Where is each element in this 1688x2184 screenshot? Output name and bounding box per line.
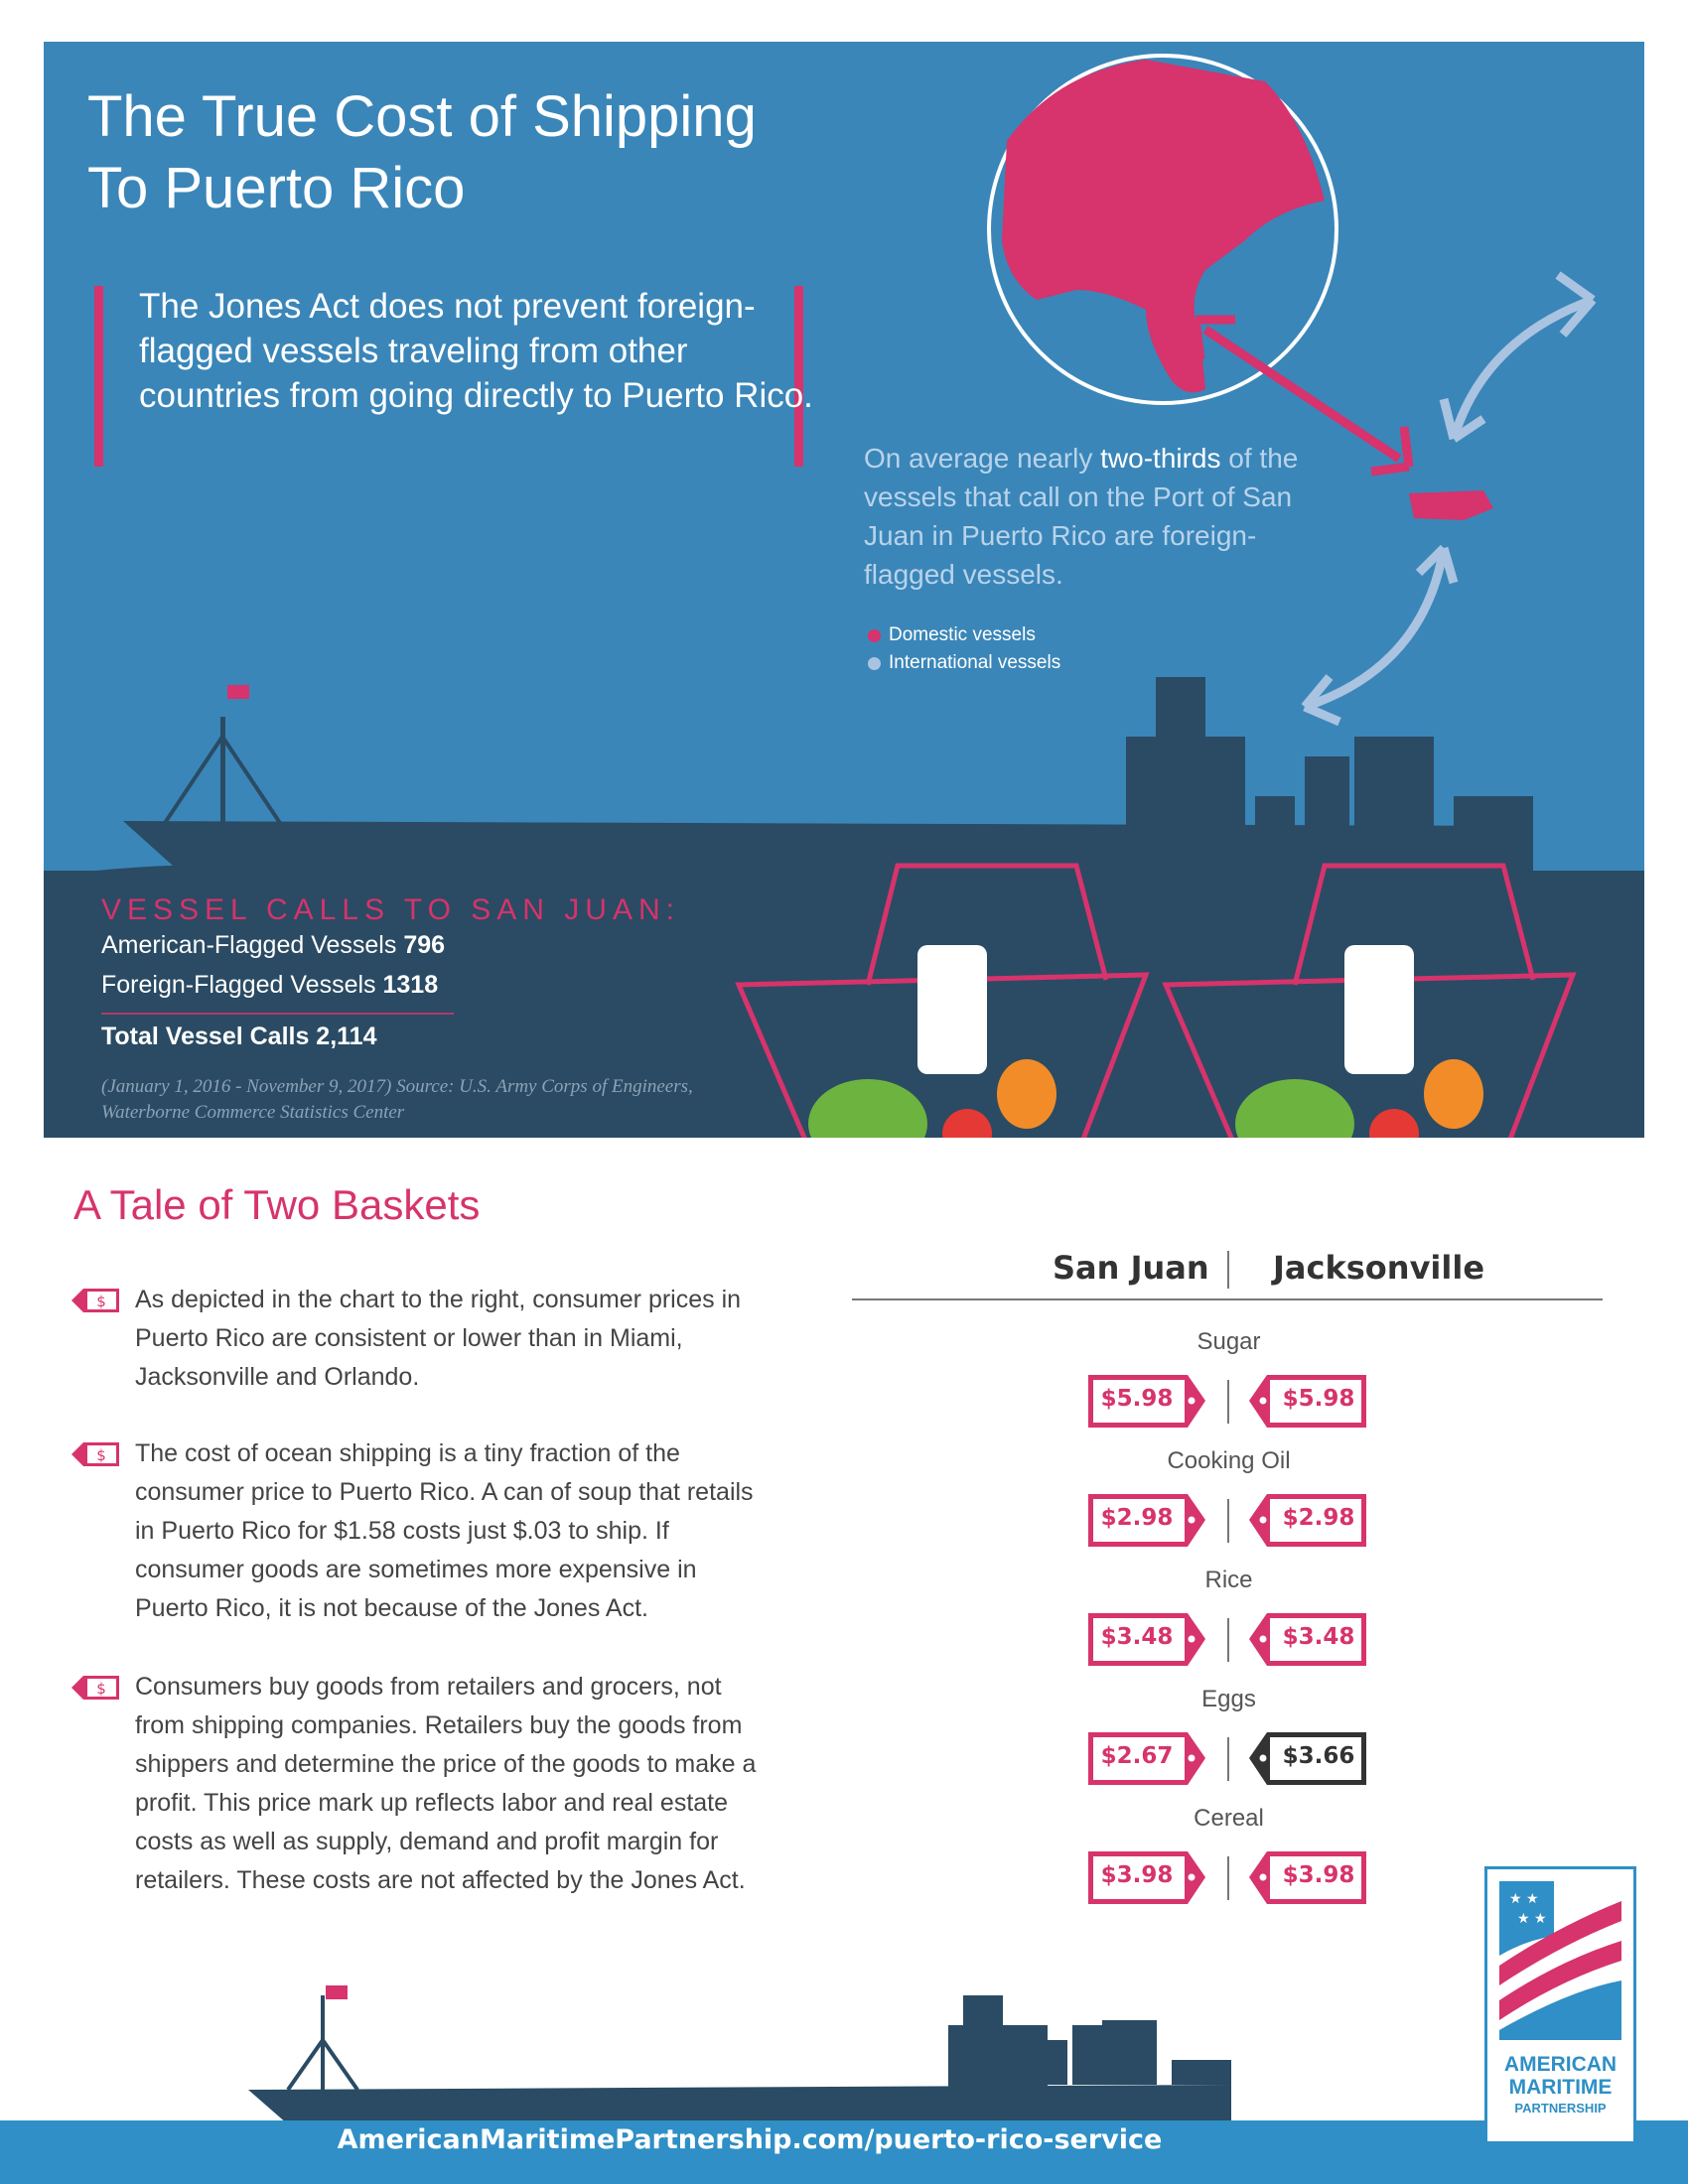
san-juan-price: $3.48	[1100, 1624, 1174, 1650]
col-san-juan: San Juan	[1053, 1249, 1209, 1287]
footer-bar	[0, 2120, 1688, 2184]
item-name: Rice	[1204, 1567, 1253, 1593]
san-juan-price: $3.98	[1100, 1862, 1174, 1888]
quote-bar-right	[794, 286, 803, 467]
svg-text:★ ★: ★ ★	[1517, 1911, 1547, 1927]
san-juan-price: $5.98	[1100, 1386, 1174, 1412]
two-thirds-paragraph: On average nearly two-thirds of the vess…	[864, 443, 1299, 590]
col-jacksonville: Jacksonville	[1273, 1249, 1485, 1287]
grocery-basket-icon	[735, 863, 1150, 1138]
price-tag-icon	[1088, 1613, 1205, 1666]
american-vessels: American-Flagged Vessels 796	[101, 931, 446, 959]
price-tag-icon	[1088, 1851, 1205, 1904]
flag-logo-icon: ★ ★ ★ ★	[1499, 1881, 1621, 2040]
price-tag-icon	[1249, 1851, 1366, 1904]
bullet-3: $Consumers buy goods from retailers and …	[70, 1668, 774, 1900]
source-note: (January 1, 2016 - November 9, 2017) Sou…	[101, 1076, 693, 1123]
price-tag-icon: $	[71, 1289, 119, 1312]
section-heading: A Tale of Two Baskets	[73, 1181, 481, 1228]
jacksonville-price: $3.48	[1282, 1624, 1355, 1650]
item-name: Cooking Oil	[1167, 1447, 1291, 1474]
quote-bar-left	[94, 286, 103, 467]
international-dot-icon	[868, 656, 881, 670]
price-tag-icon	[1088, 1732, 1205, 1785]
divider	[1227, 1499, 1229, 1543]
price-table-header: San Juan Jacksonville	[852, 1249, 1603, 1300]
pull-quote: The Jones Act does not prevent foreign-f…	[139, 287, 813, 415]
price-tag-icon	[1249, 1375, 1366, 1428]
price-tag-icon	[1088, 1375, 1205, 1428]
item-name: Cereal	[1194, 1805, 1264, 1832]
total-vessel-calls: Total Vessel Calls 2,114	[101, 1023, 377, 1050]
jacksonville-price: $3.98	[1282, 1862, 1355, 1888]
price-tag-icon	[1088, 1494, 1205, 1547]
price-tag-icon	[1249, 1613, 1366, 1666]
legend-domestic: Domestic vessels	[868, 624, 1036, 646]
san-juan-price: $2.67	[1100, 1743, 1174, 1769]
grocery-basket-icon	[1162, 863, 1577, 1138]
svg-text:$: $	[96, 1680, 106, 1698]
divider	[1227, 1251, 1229, 1289]
amp-logo: ★ ★★ ★ AMERICAN MARITIME PARTNERSHIP	[1484, 1866, 1636, 2144]
foreign-vessels: Foreign-Flagged Vessels 1318	[101, 971, 439, 999]
divider	[1227, 1737, 1229, 1781]
svg-text:$: $	[96, 1293, 106, 1310]
domestic-dot-icon	[868, 628, 881, 642]
bullet-1: $As depicted in the chart to the right, …	[70, 1281, 774, 1397]
san-juan-price: $2.98	[1100, 1505, 1174, 1531]
divider	[1227, 1618, 1229, 1662]
us-map-circle-icon	[987, 54, 1338, 405]
price-tag-icon	[1249, 1732, 1366, 1785]
hero-illustration	[44, 54, 1644, 1138]
svg-text:$: $	[96, 1446, 106, 1464]
vessel-calls-heading: VESSEL CALLS TO SAN JUAN:	[101, 893, 680, 926]
jacksonville-price: $2.98	[1282, 1505, 1355, 1531]
divider	[1227, 1856, 1229, 1900]
puerto-rico-icon	[1409, 490, 1493, 520]
legend-international: International vessels	[868, 652, 1060, 674]
jacksonville-price: $3.66	[1282, 1743, 1355, 1769]
website-link[interactable]: AmericanMaritimePartnership.com/puerto-r…	[337, 2124, 1163, 2155]
price-tag-icon: $	[71, 1676, 119, 1700]
jacksonville-price: $5.98	[1282, 1386, 1355, 1412]
divider	[1227, 1380, 1229, 1424]
price-tag-icon	[1249, 1494, 1366, 1547]
divider	[101, 1013, 454, 1015]
item-name: Sugar	[1196, 1328, 1261, 1355]
price-tag-icon: $	[71, 1442, 119, 1466]
item-name: Eggs	[1201, 1686, 1256, 1712]
svg-text:★ ★: ★ ★	[1509, 1891, 1539, 1907]
bottom-ship-icon	[248, 1985, 1231, 2124]
bullet-2: $The cost of ocean shipping is a tiny fr…	[70, 1434, 774, 1628]
route-arrows-icon	[1191, 271, 1597, 727]
